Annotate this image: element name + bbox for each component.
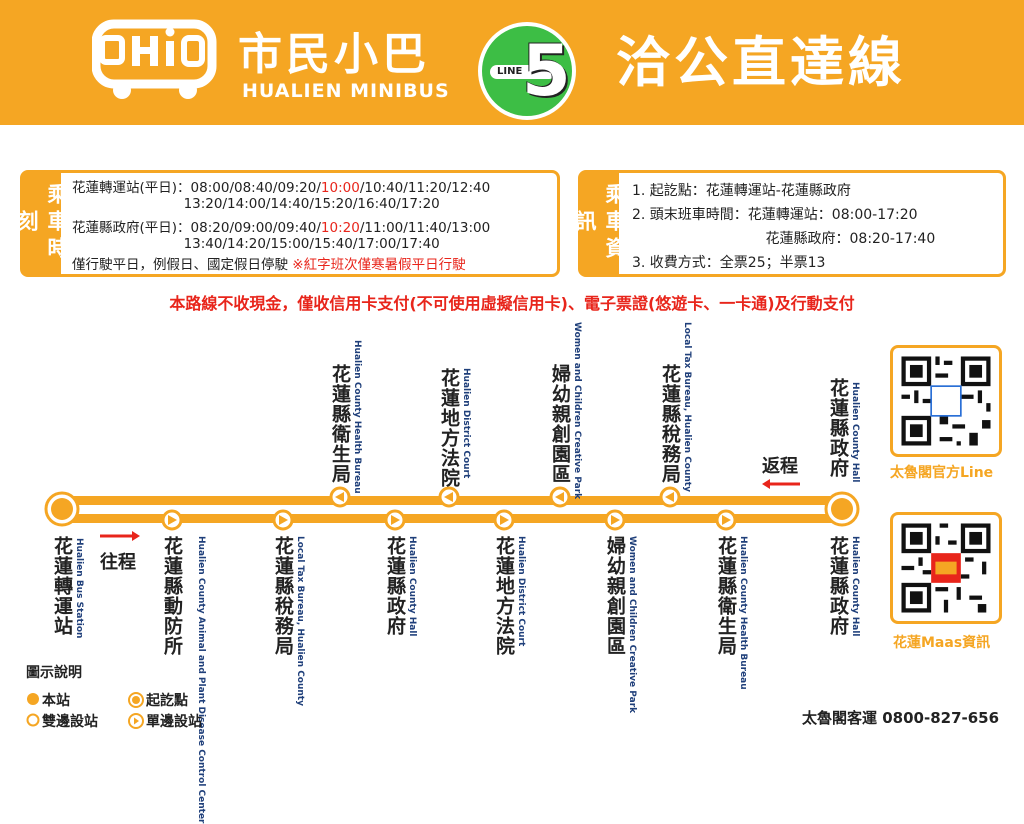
return-stop-name: 花蓮縣政府 [827, 378, 849, 478]
outbound-stop-name-en: Hualien Bus Station [74, 538, 84, 639]
terminal-end-marker [824, 491, 860, 527]
return-stop-marker [438, 486, 460, 508]
outbound-stop-name-en: Hualien County Hall [407, 536, 417, 637]
outbound-stop-marker [384, 509, 406, 531]
outbound-stop-name: 花蓮縣政府 [384, 536, 406, 636]
return-stop-name: 花蓮縣稅務局 [659, 364, 681, 484]
legend-both-sides: 雙邊設站 [42, 714, 98, 730]
schedule-row-2: 13:20/14:00/14:40/15:20/16:40/17:20 [72, 196, 440, 212]
legend-this-stop: 本站 [42, 693, 70, 709]
legend-title: 圖示說明 [26, 665, 82, 681]
minibus-logo-icon [92, 19, 217, 99]
outbound-stop-name: 花蓮縣動防所 [161, 536, 183, 656]
outbound-stop-name: 花蓮轉運站 [51, 536, 73, 636]
info-line-4: 3. 收費方式：全票25；半票13 [632, 255, 826, 271]
route-name: 洽公直達線 [616, 31, 906, 94]
outbound-stop-name-en: Hualien County Health Bureau [738, 536, 748, 690]
outbound-stop-marker [161, 509, 183, 531]
outbound-stop-name-en: Hualien County Animal and Plant Disease … [196, 536, 206, 824]
outbound-stop-name: 婦幼親創園區 [604, 536, 626, 656]
outbound-stop-name-en: Local Tax Bureau, Hualien County [295, 536, 305, 706]
qr-code-icon [901, 356, 991, 446]
outbound-arrow-icon [100, 531, 140, 541]
return-stop-name-en: Hualien County Health Bureau [352, 340, 362, 494]
qr-code-icon [901, 523, 991, 613]
operator-phone: 太魯閣客運 0800-827-656 [802, 709, 1000, 727]
legend-one-side: 單邊設站 [146, 714, 202, 730]
outbound-stop-marker [715, 509, 737, 531]
outbound-stop-name: 花蓮地方法院 [493, 536, 515, 656]
brand-title: 市民小巴 [238, 29, 430, 80]
schedule-panel: 乘車時刻 [15, 170, 560, 277]
return-stop-name: 花蓮地方法院 [438, 368, 460, 488]
outbound-stop-name-en: Hualien County Hall [850, 536, 860, 637]
qr-label-maas: 花蓮Maas資訊 [893, 635, 991, 651]
return-stop-name: 花蓮縣衛生局 [329, 364, 351, 484]
line-5-badge: LINE 5 [478, 22, 576, 120]
schedule-row-5: 僅行駛平日，例假日、國定假日停駛 ※紅字班次僅寒暑假平日行駛 [72, 257, 466, 273]
outbound-stop-name-en: Hualien District Court [516, 536, 526, 647]
info-line-2: 2. 頭末班車時間：花蓮轉運站：08:00-17:20 [632, 207, 918, 223]
return-arrow-icon [762, 479, 800, 489]
legend-terminal-icon [128, 692, 144, 708]
outbound-stop-name: 花蓮縣衛生局 [715, 536, 737, 656]
legend-both-sides-icon [26, 713, 40, 727]
return-stop-name: 婦幼親創園區 [549, 364, 571, 484]
route-diagram [44, 479, 860, 541]
outbound-stop-name-en: Women and Children Creative Park [627, 536, 637, 714]
return-stop-name-en: Hualien County Hall [850, 382, 860, 483]
info-line-1: 1. 起訖點：花蓮轉運站-花蓮縣政府 [632, 183, 851, 199]
schedule-row-3: 花蓮縣政府(平日)：08:20/09:00/09:40/10:20/11:00/… [72, 220, 491, 236]
outbound-stop-name: 花蓮縣政府 [827, 536, 849, 636]
qr-code-maas[interactable] [890, 512, 1002, 624]
legend-this-stop-icon [27, 693, 39, 705]
schedule-row-4: 13:40/14:20/15:00/15:40/17:00/17:40 [72, 236, 440, 252]
legend-terminal: 起訖點 [146, 693, 188, 709]
badge-line-number: 5 [522, 30, 571, 112]
return-stop-name-en: Local Tax Bureau, Hualien County [682, 322, 692, 492]
return-stop-marker [329, 486, 351, 508]
outbound-stop-marker [604, 509, 626, 531]
outbound-stop-marker [493, 509, 515, 531]
return-stop-name-en: Women and Children Creative Park [572, 322, 582, 500]
badge-line-label: LINE [490, 65, 556, 79]
return-stop-marker [549, 486, 571, 508]
outbound-direction-label: 往程 [100, 552, 136, 573]
qr-label-line: 太魯閣官方Line [890, 465, 994, 481]
payment-notice: 本路線不收現金，僅收信用卡支付(不可使用虛擬信用卡)、電子票證(悠遊卡、一卡通)… [169, 294, 855, 313]
info-line-3: 花蓮縣政府：08:20-17:40 [632, 231, 936, 247]
return-stop-name-en: Hualien District Court [461, 368, 471, 479]
header-banner: 市民小巴 HUALIEN MINIBUS LINE 5 洽公直達線 [0, 0, 1024, 125]
route-line-bottom [62, 514, 842, 523]
info-panel: 乘車資訊 [573, 170, 1006, 277]
outbound-stop-marker [272, 509, 294, 531]
terminal-start-marker [44, 491, 80, 527]
brand-subtitle: HUALIEN MINIBUS [242, 80, 450, 102]
outbound-stop-name: 花蓮縣稅務局 [272, 536, 294, 656]
return-direction-label: 返程 [762, 456, 798, 477]
return-stop-marker [659, 486, 681, 508]
legend-one-side-icon [128, 713, 144, 729]
schedule-row-1: 花蓮轉運站(平日)：08:00/08:40/09:20/10:00/10:40/… [72, 180, 491, 196]
qr-code-line[interactable] [890, 345, 1002, 457]
